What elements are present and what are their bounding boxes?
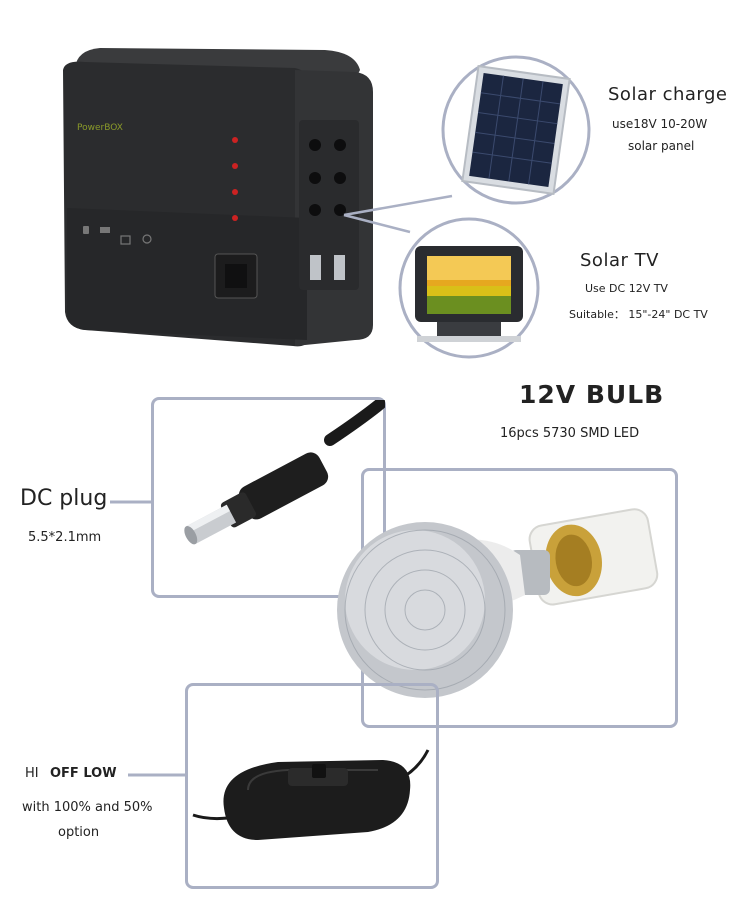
dc-plug-image xyxy=(160,400,385,560)
solar-charge-line2: solar panel xyxy=(628,139,695,153)
switch-image xyxy=(188,730,433,850)
switch-option-line1: with 100% and 50% xyxy=(22,800,153,815)
solar-tv-image xyxy=(397,216,541,360)
bulb-title: 12V BULB xyxy=(519,380,665,409)
svg-text:PowerBOX: PowerBOX xyxy=(77,123,123,133)
bulb-image xyxy=(335,495,675,710)
solar-charge-line1: use18V 10-20W xyxy=(612,117,708,131)
bulb-spec: 16pcs 5730 SMD LED xyxy=(500,426,640,441)
switch-frame xyxy=(185,683,439,889)
solar-tv-line1: Use DC 12V TV xyxy=(585,282,668,295)
switch-option-line2: option xyxy=(58,825,100,840)
solar-charge-title: Solar charge xyxy=(608,84,728,105)
dc-plug-title: DC plug xyxy=(20,486,108,511)
solar-panel-image xyxy=(440,54,592,206)
dc-plug-frame xyxy=(151,397,386,598)
switch-hi-label: HI xyxy=(25,766,39,781)
solar-tv-line2: Suitable： 15"-24" DC TV xyxy=(569,308,708,321)
power-box-device: PowerBOX xyxy=(55,40,385,350)
solar-tv-title: Solar TV xyxy=(580,250,659,271)
switch-off-low-label: OFF LOW xyxy=(50,766,117,781)
dc-plug-size: 5.5*2.1mm xyxy=(28,530,102,545)
